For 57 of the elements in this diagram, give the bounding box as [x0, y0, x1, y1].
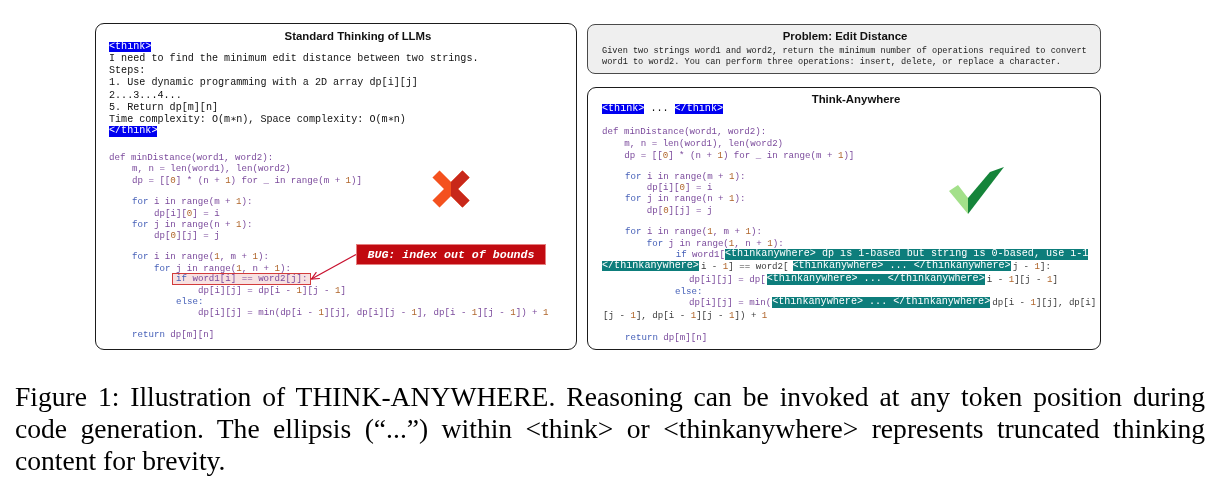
reasoning-text: I need to find the minimum edit distance between two strings.: [109, 53, 479, 66]
code-text: m, n = len(word1), len(word2): [624, 138, 784, 150]
code-text: return dp[m][n]: [132, 329, 215, 341]
inline-thought-highlight: <thinkanywhere> dp is 1-based but string is 0-based, use i-1: [725, 249, 1089, 260]
code-text: for i in range(m + 1):: [132, 196, 253, 208]
code-text: dp = [[0] * (n + 1) for _ in range(m + 1)]: [132, 175, 363, 187]
panel-title: Problem: Edit Distance: [782, 29, 908, 43]
code-text: i - 1][j - 1]: [986, 273, 1058, 285]
think-tag-highlight: <think>: [602, 103, 645, 115]
code-text: for j in range(1, n + 1):: [646, 237, 784, 249]
problem-statement: Given two strings word1 and word2, return the minimum number of operations required to convert word1 to word2. You can perform three operations: insert, delete, or replace a character.: [602, 46, 1088, 68]
code-text: for j in range(1, n + 1):: [154, 262, 291, 274]
problem-box: [587, 24, 1101, 74]
code-text: else:: [675, 285, 703, 297]
panel-title: Standard Thinking of LLMs: [284, 29, 432, 43]
code-text: for j in range(n + 1):: [625, 193, 746, 205]
code-text: for i in range(m + 1):: [625, 171, 746, 183]
code-text: j - 1]:: [1012, 260, 1051, 272]
code-text: dp[i][j] = min(: [689, 297, 772, 308]
code-text: if word1[: [675, 249, 725, 260]
code-text: [j - 1], dp[i - 1][j - 1]) + 1: [603, 309, 768, 321]
think-tag-highlight: <think>: [109, 41, 152, 53]
code-text: dp[i][j] = dp[: [689, 273, 766, 285]
code-text: dp[0][j] = j: [154, 230, 220, 242]
code-text: def minDistance(word1, word2):: [602, 125, 767, 137]
code-panel: [587, 87, 1101, 350]
code-text: def minDistance(word1, word2):: [109, 151, 274, 163]
leader-arrow: [310, 253, 357, 280]
code-panel: [95, 23, 577, 350]
code-text: dp[i][j] = min(dp[i - 1][j], dp[i][j - 1], dp[i - 1][j - 1]) + 1: [198, 306, 549, 318]
code-text: else:: [176, 295, 204, 307]
code-text: dp[i][j] = dp[i - 1][j - 1]: [198, 284, 346, 296]
code-text: for j in range(n + 1):: [132, 218, 253, 230]
inline-thought-highlight: <thinkanywhere> ... </thinkanywhere>: [792, 260, 1011, 272]
inline-thought-highlight: </thinkanywhere>: [602, 260, 699, 272]
code-text: dp = [[0] * (n + 1) for _ in range(m + 1)]: [624, 149, 855, 161]
code-text: return dp[m][n]: [625, 331, 708, 343]
code-text: dp[i][0] = i: [154, 207, 220, 219]
code-text: m, n = len(word1), len(word2): [132, 163, 291, 175]
reasoning-text: 2...3...4...: [109, 89, 182, 102]
code-text: for i in range(1, m + 1):: [132, 251, 269, 263]
inline-thought-highlight: <thinkanywhere> ... </thinkanywhere>: [766, 274, 985, 285]
bug-callout: BUG: index out of bounds: [356, 244, 546, 265]
code-text: i - 1] == word2[: [700, 260, 789, 272]
reasoning-text: 5. Return dp[m][n]: [109, 101, 219, 114]
code-text: dp[i - 1][j], dp[i]: [992, 297, 1097, 308]
figure-caption: Figure 1: Illustration of THINK-ANYWHERE. Reasoning can be invoked at any token position during code generation. The ellipsis (“...”) within <think> or <thinkanywhere> represents truncated thinking content for brevity.: [15, 381, 1205, 477]
panel-title: Think-Anywhere: [811, 92, 901, 106]
ellipsis-text: ...: [650, 103, 669, 115]
inline-thought-highlight: <thinkanywhere> ... </thinkanywhere>: [772, 297, 991, 308]
code-text: dp[0][j] = j: [646, 204, 713, 216]
reasoning-text: 1. Use dynamic programming with a 2D array dp[i][j]: [109, 77, 418, 90]
code-text: dp[i][0] = i: [646, 181, 713, 193]
code-text: for i in range(1, m + 1):: [625, 226, 762, 238]
reasoning-text: Time complexity: O(m∗n), Space complexity: O(m∗n): [109, 113, 406, 126]
think-tag-highlight: </think>: [109, 126, 158, 137]
reasoning-text: Steps:: [109, 65, 146, 78]
